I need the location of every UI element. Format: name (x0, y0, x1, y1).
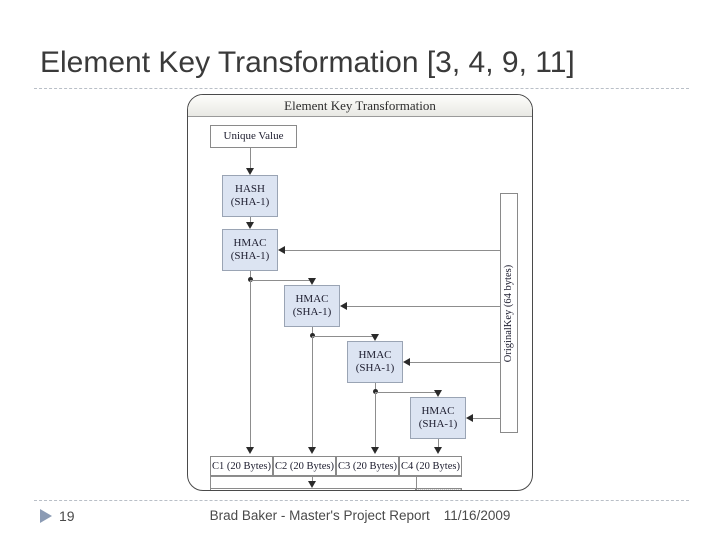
node-hmac-2-line1: HMAC (295, 293, 329, 306)
connector-hmac1-to-c1 (250, 279, 251, 448)
diagram-canvas: Unique Value HASH (SHA-1) HMAC (SHA-1) H… (188, 117, 532, 490)
footer-divider (34, 500, 689, 501)
connector-input-to-hash (250, 148, 251, 168)
connector-merge-down (312, 476, 313, 483)
connector-hmac3-branch-right (375, 391, 438, 393)
node-hash-sha1: HASH (SHA-1) (222, 175, 278, 217)
connector-merge-bus (210, 476, 462, 477)
cell-c1: C1 (20 Bytes) (210, 456, 273, 476)
arrowhead-into-element-key (307, 481, 316, 488)
triangle-right-icon (40, 509, 52, 523)
node-hmac-4: HMAC (SHA-1) (410, 397, 466, 439)
connector-hmac3-to-c3 (375, 391, 376, 448)
arrowhead-into-hmac2-key (340, 301, 347, 310)
element-key-padding-block (416, 488, 462, 490)
node-hash-line1: HASH (235, 183, 265, 196)
connector-key-to-hmac2 (347, 306, 500, 307)
cell-c4-label: C4 (20 Bytes) (401, 460, 460, 472)
connector-hmac4-to-c4 (438, 439, 439, 447)
node-original-key: OriginalKey (64 bytes) (500, 193, 518, 433)
connector-hmac2-to-c2 (312, 335, 313, 448)
cell-c1-label: C1 (20 Bytes) (212, 460, 271, 472)
connector-c4-merge (416, 476, 417, 488)
node-hmac-3-line2: (SHA-1) (355, 362, 395, 374)
connector-hmac2-branch-right (312, 335, 375, 337)
connector-hmac3-down (375, 383, 376, 392)
footer-date: 11/16/2009 (443, 508, 511, 523)
cell-c4: C4 (20 Bytes) (399, 456, 462, 476)
arrowhead-into-c3 (370, 447, 379, 454)
connector-key-to-hmac1 (285, 250, 500, 251)
title-divider (34, 88, 689, 89)
page-title: Element Key Transformation [3, 4, 9, 11] (40, 46, 575, 79)
arrowhead-into-hmac3-key (403, 357, 410, 366)
node-hmac-2-line2: (SHA-1) (292, 306, 332, 318)
arrowhead-into-hash (245, 168, 254, 175)
node-hmac-4-line2: (SHA-1) (418, 418, 458, 430)
slide-number: 19 (59, 508, 75, 524)
arrowhead-into-hmac3 (370, 334, 379, 341)
node-hmac-1: HMAC (SHA-1) (222, 229, 278, 271)
cell-c3: C3 (20 Bytes) (336, 456, 399, 476)
arrowhead-into-c4 (433, 447, 442, 454)
connector-c1-merge (210, 476, 211, 488)
connector-hmac2-down (312, 327, 313, 336)
connector-hash-to-hmac1 (250, 217, 251, 222)
arrowhead-into-c1 (245, 447, 254, 454)
arrowhead-into-hmac2 (307, 278, 316, 285)
cell-c3-label: C3 (20 Bytes) (338, 460, 397, 472)
connector-key-to-hmac4 (473, 418, 500, 419)
arrowhead-into-c2 (307, 447, 316, 454)
diagram-header-bar: Element Key Transformation (188, 95, 532, 117)
node-hmac-1-line2: (SHA-1) (230, 250, 270, 262)
node-hash-line2: (SHA-1) (230, 196, 270, 208)
connector-key-to-hmac3 (410, 362, 500, 363)
connector-hmac1-branch-right (250, 279, 312, 281)
connector-hmac1-down (250, 271, 251, 280)
cell-c2: C2 (20 Bytes) (273, 456, 336, 476)
arrowhead-into-hmac4 (433, 390, 442, 397)
node-hmac-3: HMAC (SHA-1) (347, 341, 403, 383)
arrowhead-into-hmac1-key (278, 245, 285, 254)
node-unique-value-label: Unique Value (223, 130, 284, 143)
arrowhead-into-hmac4-key (466, 413, 473, 422)
footer-center: Brad Baker - Master's Project Report 11/1… (0, 508, 720, 523)
node-hmac-3-line1: HMAC (358, 349, 392, 362)
element-key-transformation-diagram: Element Key Transformation Unique Value … (187, 94, 533, 491)
cell-c2-label: C2 (20 Bytes) (275, 460, 334, 472)
arrowhead-into-hmac1 (245, 222, 254, 229)
node-hmac-2: HMAC (SHA-1) (284, 285, 340, 327)
node-original-key-label: OriginalKey (64 bytes) (503, 264, 515, 362)
node-hmac-1-line1: HMAC (233, 237, 267, 250)
node-hmac-4-line1: HMAC (421, 405, 455, 418)
node-unique-value: Unique Value (210, 125, 297, 148)
footer-attribution: Brad Baker - Master's Project Report (209, 508, 430, 523)
diagram-title: Element Key Transformation (284, 98, 436, 113)
